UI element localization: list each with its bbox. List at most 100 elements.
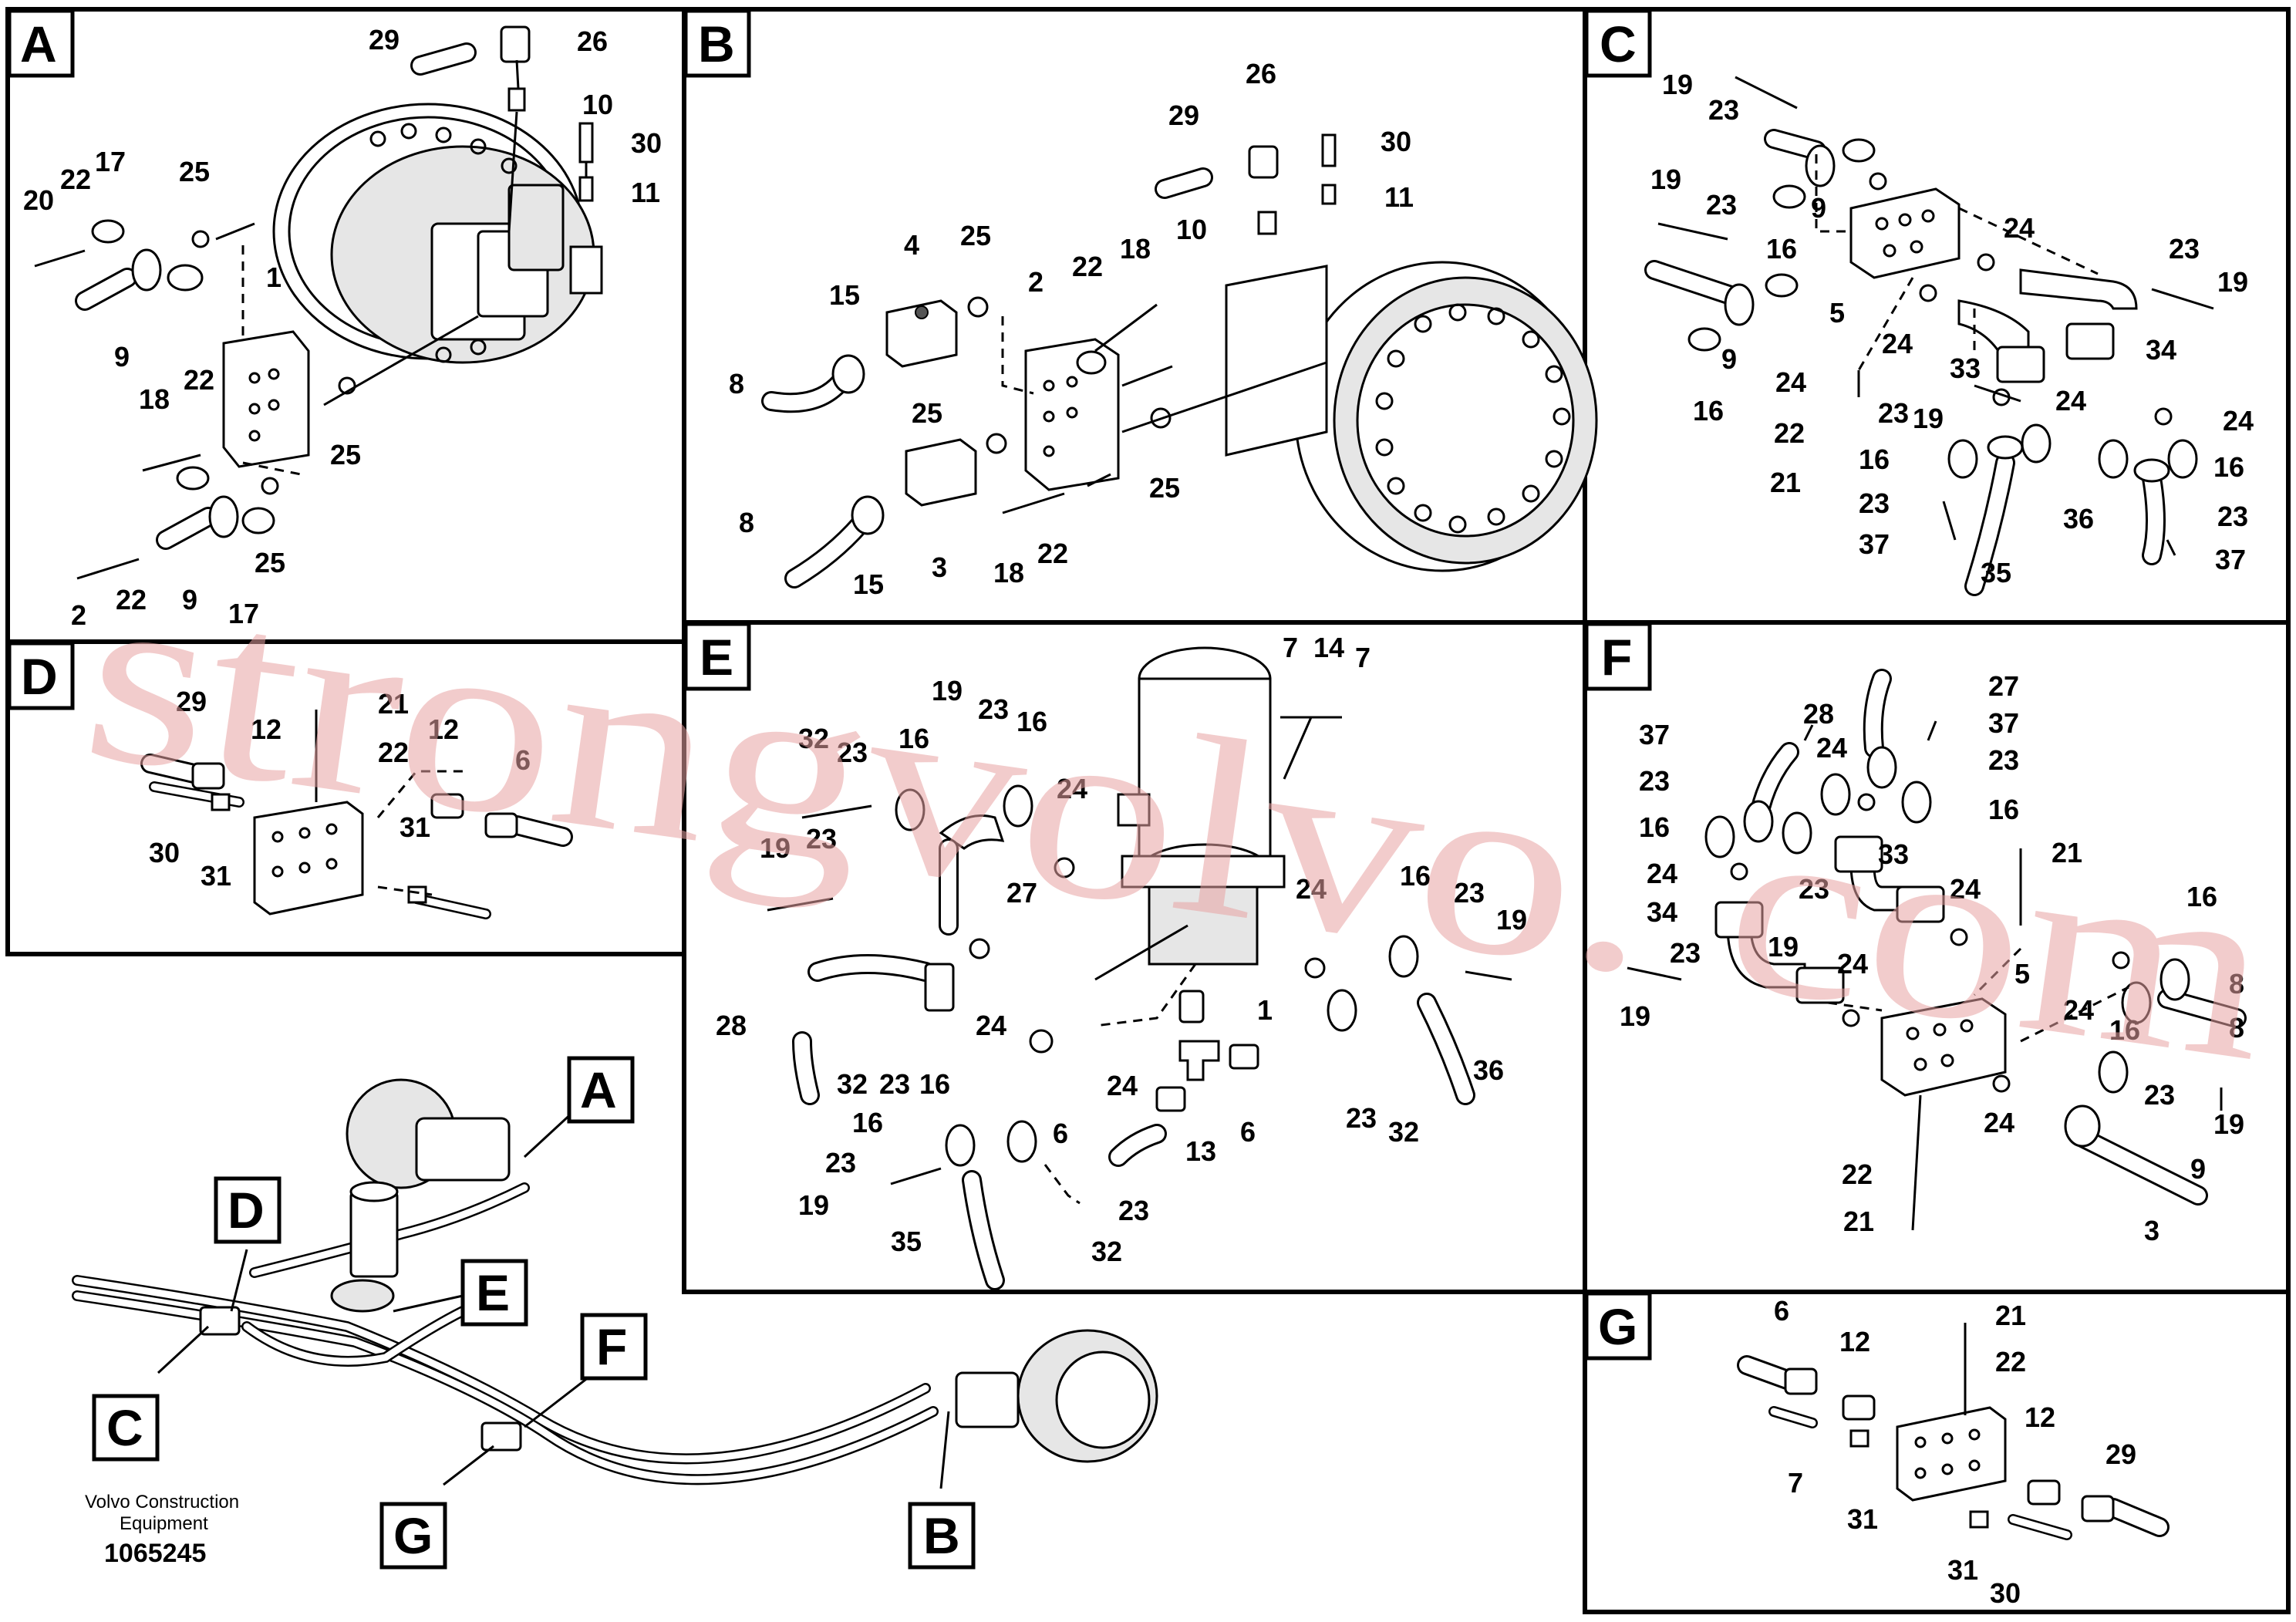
callout-number: 16 <box>1988 794 2019 825</box>
callout-number: 16 <box>2109 1014 2140 1046</box>
callout-number: 9 <box>1721 343 1737 375</box>
callout-number: 31 <box>1947 1554 1978 1586</box>
panel-e-label: E <box>700 629 733 686</box>
panel-d-callouts: 29 21 12 12 22 6 30 31 31 <box>149 686 531 892</box>
callout-number: 24 <box>1057 773 1087 804</box>
callout-number: 7 <box>1283 632 1298 663</box>
callout-number: 33 <box>1950 352 1981 384</box>
callout-number: 8 <box>2229 968 2244 1000</box>
callout-number: 3 <box>932 551 947 583</box>
callout-number: 25 <box>912 397 942 429</box>
callout-number: 2 <box>71 599 86 631</box>
callout-number: 36 <box>1473 1054 1504 1086</box>
callout-number: 16 <box>1766 233 1797 265</box>
callout-number: 28 <box>716 1010 747 1041</box>
callout-number: 24 <box>2223 405 2254 437</box>
callout-number: 37 <box>1988 707 2019 739</box>
callout-number: 17 <box>95 146 126 177</box>
callout-number: 12 <box>2025 1401 2055 1433</box>
callout-number: 24 <box>1984 1107 2014 1138</box>
panel-f-artwork <box>1627 669 2247 1231</box>
callout-number: 16 <box>2213 451 2244 483</box>
callout-number: 16 <box>899 723 929 754</box>
panel-e-callouts: 7 14 7 19 23 16 32 23 16 24 19 23 27 24 … <box>716 632 1527 1267</box>
callout-number: 32 <box>1091 1236 1122 1267</box>
callout-number: 8 <box>739 507 754 538</box>
callout-number: 24 <box>1107 1070 1138 1101</box>
callout-number: 19 <box>760 832 791 864</box>
callout-number: 32 <box>798 723 829 754</box>
callout-number: 23 <box>1346 1102 1377 1134</box>
panel-d-frame <box>5 639 686 956</box>
panel-b-callouts: 26 29 30 11 10 4 25 2 22 18 15 8 25 25 8… <box>729 58 1414 600</box>
callout-number: 8 <box>729 368 744 400</box>
callout-number: 21 <box>378 688 409 720</box>
callout-number: 23 <box>1878 397 1909 429</box>
panel-e-badge: E <box>683 622 751 691</box>
callout-number: 10 <box>582 89 613 120</box>
panel-g-callouts: 21 6 22 12 12 29 7 31 31 30 <box>1774 1295 2136 1609</box>
panel-a-callouts: 29 26 10 30 11 20 22 17 25 1 9 22 18 25 … <box>23 24 662 631</box>
callout-number: 22 <box>116 584 147 615</box>
panel-e-artwork <box>767 646 1512 1290</box>
callout-number: 5 <box>2014 958 2030 990</box>
callout-number: 25 <box>1149 472 1180 504</box>
callout-number: 12 <box>1839 1326 1870 1357</box>
callout-number: 22 <box>1995 1346 2026 1378</box>
callout-number: 6 <box>1053 1118 1068 1149</box>
callout-number: 6 <box>1774 1295 1789 1327</box>
callout-number: 9 <box>114 341 130 373</box>
overview-callout-g-label: G <box>393 1507 433 1564</box>
callout-number: 23 <box>1454 877 1485 909</box>
callout-number: 22 <box>1774 417 1805 449</box>
panel-d-artwork <box>140 710 573 919</box>
callout-number: 24 <box>2063 994 2094 1026</box>
callout-number: 10 <box>1176 214 1207 245</box>
callout-number: 25 <box>330 439 361 470</box>
panel-a-artwork <box>34 25 603 580</box>
callout-number: 24 <box>1816 732 1847 764</box>
callout-number: 16 <box>919 1068 950 1100</box>
callout-number: 23 <box>2217 501 2248 532</box>
panel-d-label: D <box>21 648 58 705</box>
callout-number: 9 <box>1811 192 1826 224</box>
callout-number: 30 <box>149 837 180 868</box>
callout-number: 18 <box>993 557 1024 588</box>
callout-number: 22 <box>378 737 409 768</box>
callout-number: 23 <box>1799 873 1829 905</box>
callout-number: 32 <box>1388 1116 1419 1148</box>
callout-number: 22 <box>1037 538 1068 569</box>
callout-number: 16 <box>2186 881 2217 912</box>
callout-number: 15 <box>829 279 860 311</box>
callout-number: 26 <box>577 25 608 57</box>
callout-number: 24 <box>1837 948 1868 980</box>
callout-number: 24 <box>1647 858 1677 889</box>
callout-number: 27 <box>1006 877 1037 909</box>
overview-callout-c: C <box>92 1394 160 1462</box>
callout-number: 16 <box>1693 395 1724 427</box>
callout-number: 19 <box>798 1189 829 1221</box>
callout-number: 26 <box>1246 58 1276 89</box>
panel-f-badge: F <box>1584 622 1652 691</box>
callout-number: 5 <box>1829 297 1845 329</box>
callout-number: 23 <box>1706 189 1737 221</box>
callout-number: 14 <box>1313 632 1344 663</box>
callout-number: 19 <box>2213 1108 2244 1140</box>
callout-number: 16 <box>1017 706 1047 737</box>
overview-callout-d: D <box>214 1176 282 1244</box>
callout-number: 16 <box>1859 443 1890 475</box>
callout-number: 31 <box>400 811 430 843</box>
callout-number: 19 <box>1650 164 1681 195</box>
panel-d-badge: D <box>7 641 75 710</box>
callout-number: 24 <box>1296 873 1327 905</box>
callout-number: 13 <box>1185 1135 1216 1167</box>
callout-number: 34 <box>2146 334 2176 366</box>
callout-number: 19 <box>1913 403 1944 434</box>
callout-number: 11 <box>1384 181 1414 213</box>
callout-number: 24 <box>1882 328 1913 359</box>
callout-number: 33 <box>1878 838 1909 870</box>
callout-number: 17 <box>228 598 259 629</box>
panel-f-label: F <box>1601 629 1632 686</box>
callout-number: 2 <box>1028 266 1043 298</box>
